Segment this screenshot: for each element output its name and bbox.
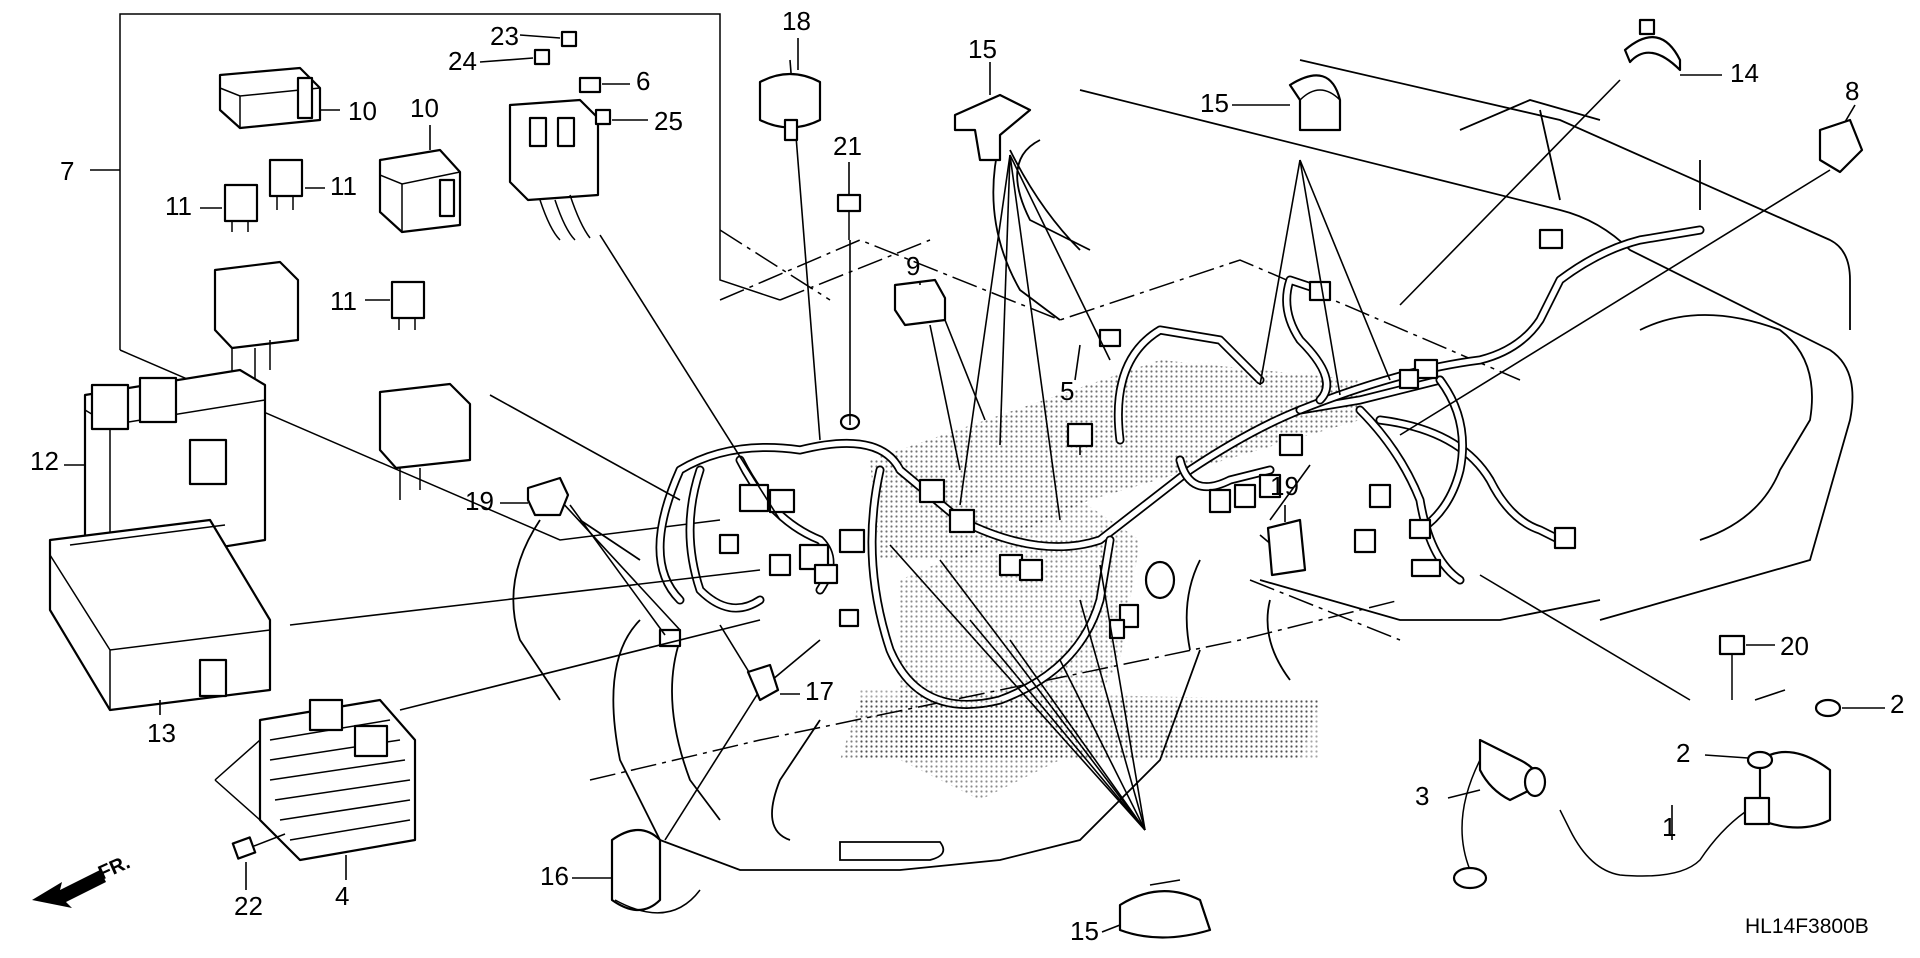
callout-8: 8 xyxy=(1845,76,1859,106)
callout-24: 24 xyxy=(448,46,477,76)
clip-17 xyxy=(746,663,780,702)
bracket-19-left xyxy=(526,476,570,517)
ecu-12 xyxy=(83,368,267,567)
callout-12: 12 xyxy=(30,446,59,476)
callout-20: 20 xyxy=(1780,631,1809,661)
connector-5 xyxy=(1066,422,1094,448)
ecu-13 xyxy=(48,518,272,712)
callout-labels: 1 2 2 3 4 5 6 7 8 9 10 10 11 11 11 12 13… xyxy=(30,6,1904,946)
callout-19-left: 19 xyxy=(465,486,494,516)
grommet-9 xyxy=(893,278,947,327)
washer-2-left xyxy=(1746,750,1774,770)
band-16 xyxy=(610,828,701,914)
callout-22: 22 xyxy=(234,891,263,921)
vehicle-body-outline xyxy=(512,59,1854,871)
callout-9: 9 xyxy=(906,251,920,281)
ignition-coil-1 xyxy=(1559,750,1832,877)
relay-11c xyxy=(390,280,426,330)
callout-15-top-left: 15 xyxy=(968,34,997,64)
callout-15-top-right: 15 xyxy=(1200,88,1229,118)
clamp-14 xyxy=(1623,18,1682,72)
callout-14: 14 xyxy=(1730,58,1759,88)
relay-box-cover-10b xyxy=(378,148,462,234)
fuse-box-group-outline xyxy=(90,13,931,541)
callout-25: 25 xyxy=(654,106,683,136)
fuse-6 xyxy=(578,76,602,94)
fuse-block xyxy=(508,98,600,241)
callout-2-left: 2 xyxy=(1676,738,1690,768)
relay-socket-right xyxy=(378,382,472,500)
clip-8 xyxy=(1818,118,1864,174)
callout-ticks xyxy=(64,34,1885,933)
callout-3: 3 xyxy=(1415,781,1429,811)
clip-15-top-right xyxy=(1288,74,1342,132)
fuse-25 xyxy=(594,108,612,126)
callout-11-left: 11 xyxy=(165,191,192,221)
callout-11-lower: 11 xyxy=(330,286,357,316)
callout-2-right: 2 xyxy=(1890,689,1904,719)
callout-23: 23 xyxy=(490,21,519,51)
callout-18: 18 xyxy=(782,6,811,36)
callout-4: 4 xyxy=(335,881,349,911)
callout-13: 13 xyxy=(147,718,176,748)
callout-15-bottom: 15 xyxy=(1070,916,1099,946)
honda-watermark xyxy=(840,700,1320,760)
bracket-19-right xyxy=(1266,518,1307,577)
bolt-22 xyxy=(231,833,286,860)
spark-plug-cap-3 xyxy=(1452,738,1547,890)
clamp-18 xyxy=(758,72,822,142)
relay-11b xyxy=(268,158,304,210)
fuse-23 xyxy=(560,30,578,48)
callout-7: 7 xyxy=(60,156,74,186)
callout-6: 6 xyxy=(636,66,650,96)
callout-1: 1 xyxy=(1662,812,1676,842)
callout-21: 21 xyxy=(833,131,862,161)
callout-10-left: 10 xyxy=(348,96,377,126)
fuse-24 xyxy=(533,48,551,66)
relay-11a xyxy=(223,183,259,232)
leader-lines xyxy=(289,59,1831,841)
callout-16: 16 xyxy=(540,861,569,891)
diagram-code: HL14F3800B xyxy=(1745,915,1869,938)
clip-15-bottom xyxy=(1118,879,1212,939)
bolt-20 xyxy=(1718,634,1746,700)
callout-5: 5 xyxy=(1060,376,1074,406)
callout-17: 17 xyxy=(805,676,834,706)
washer-2-right xyxy=(1814,698,1842,718)
relay-box-cover-10a xyxy=(218,66,322,130)
callout-11-middle: 11 xyxy=(330,171,357,201)
front-direction-arrow: FR. xyxy=(32,851,133,908)
callout-19-right: 19 xyxy=(1270,471,1299,501)
front-marker-label: FR. xyxy=(95,851,133,884)
clip-15-top-left xyxy=(953,93,1032,162)
callout-10-right: 10 xyxy=(410,93,439,123)
relay-socket-left xyxy=(213,260,300,390)
bolt-21 xyxy=(836,193,862,240)
regulator-rectifier-4 xyxy=(214,698,417,862)
